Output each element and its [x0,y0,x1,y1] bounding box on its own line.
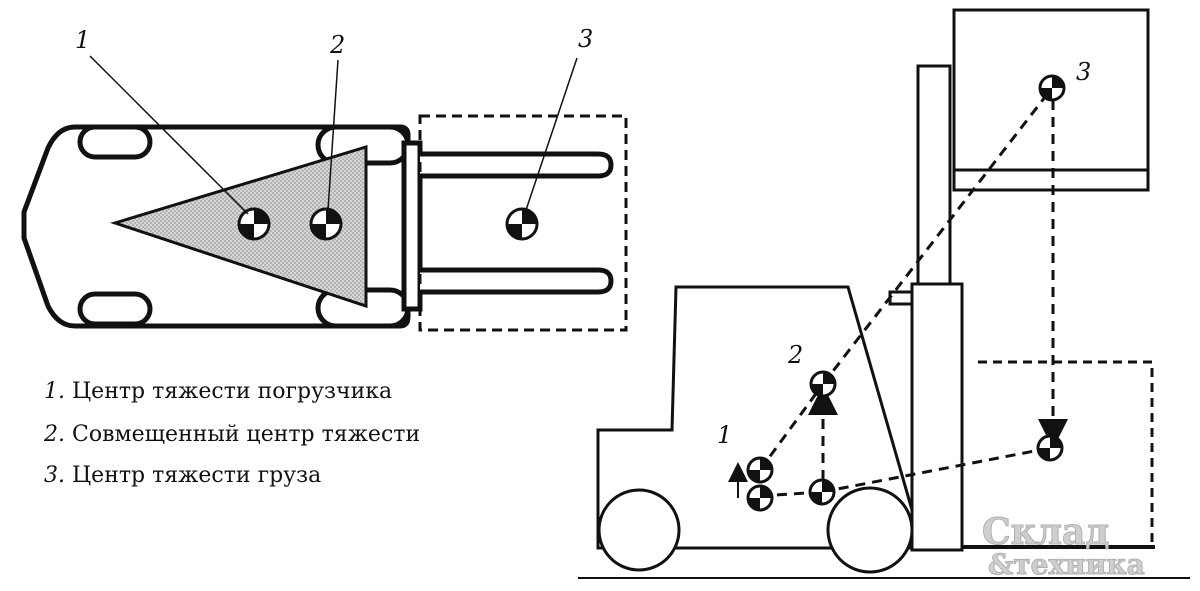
cg-marker-2-top [309,207,343,241]
watermark-logo: Склад &техника [978,508,1190,582]
leader-lines [89,55,578,215]
legend-item-2-text: Совмещенный центр тяжести [72,422,421,447]
cg-marker-2-side [809,370,837,398]
mast-top [401,140,423,312]
rear-wheel-right [77,291,153,327]
watermark-line1: Склад [982,511,1109,553]
label-cg3-side: 3 [1076,58,1091,86]
forklift-body-side [596,285,914,550]
legend-item-3-text: Центр тяжести груза [72,463,322,488]
label-cg1-side: 1 [717,421,732,449]
cg-marker-3-top [505,207,539,241]
load-outline-top [418,114,628,332]
legend-item-3: 3. Центр тяжести груза [44,465,321,487]
cg-marker-3-side [1038,74,1066,102]
cg-marker-1-top [237,207,271,241]
front-wheel-side [826,486,914,574]
label-cg2-side: 2 [787,341,803,369]
legend-item-3-num: 3. [44,463,65,488]
label-cg3-top: 3 [578,25,593,53]
cg-marker-1-side [746,484,774,512]
rear-wheel-side [597,488,681,572]
label-cg2-top: 2 [329,31,345,59]
rear-wheel-left [77,124,153,160]
forklift-side-view [578,8,1190,579]
watermark-line2: &техника [988,548,1145,581]
load-outline-lowered [978,360,1154,548]
legend-item-1-text: Центр тяжести погрузчика [72,379,393,404]
label-cg1-top: 1 [75,26,90,54]
cg-marker-1-side-raised [746,456,774,484]
legend-item-1-num: 1. [44,379,65,404]
fork-upper [420,151,614,179]
fork-lower [420,267,614,295]
legend-item-2-num: 2. [44,422,65,447]
cg-marker-combined-lowered [808,478,836,506]
mast-outer [916,64,952,288]
cg-marker-load-lowered [1036,434,1064,462]
mast-inner [910,282,964,552]
legend-item-2: 2. Совмещенный центр тяжести [44,424,420,446]
legend-item-1: 1. Центр тяжести погрузчика [44,381,392,403]
